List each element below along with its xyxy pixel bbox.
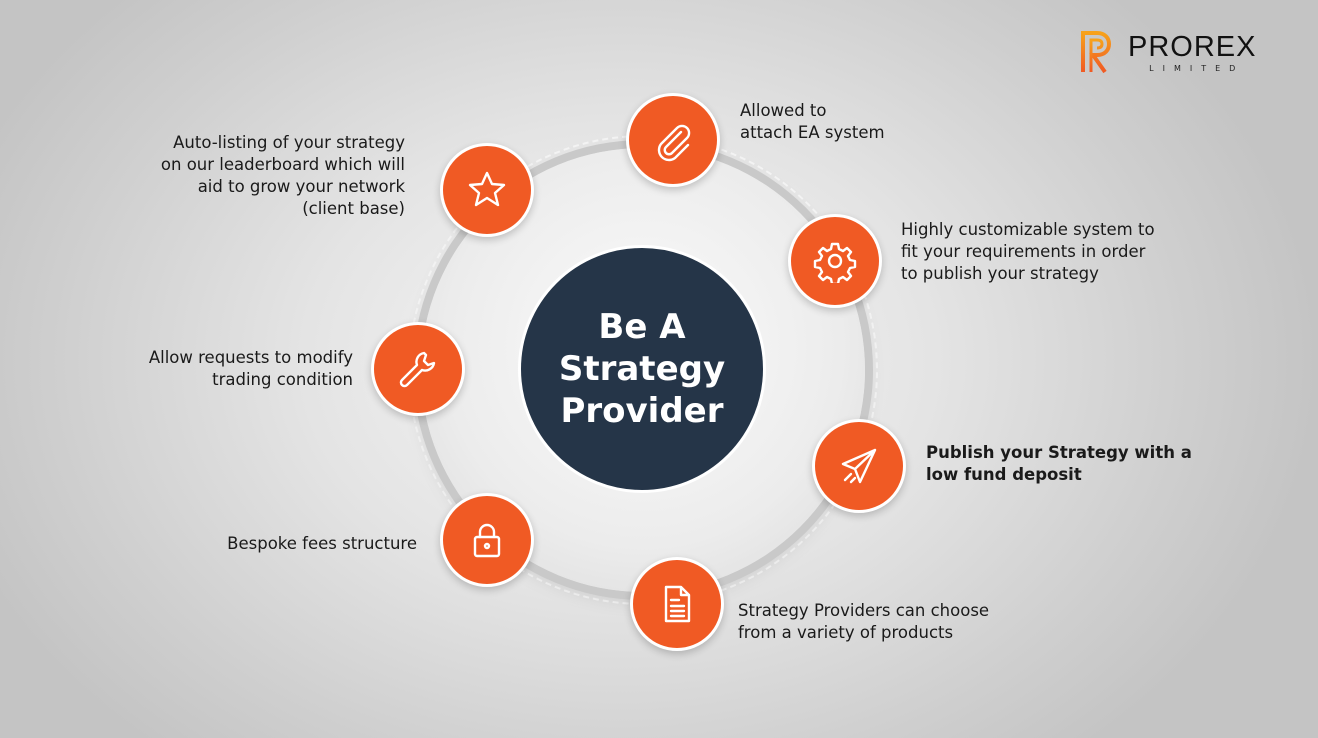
feature-node-star: [440, 143, 534, 237]
logo-name: PROREX: [1128, 30, 1257, 63]
logo-subtitle: LIMITED: [1149, 63, 1245, 73]
feature-label-fees: Bespoke fees structure: [227, 534, 417, 553]
feature-label-auto-listing: Auto-listing of your strategy on our lea…: [160, 133, 405, 218]
wrench-icon: [399, 351, 436, 388]
logo-mark-icon: [1081, 31, 1112, 74]
feature-label-publish: Publish your Strategy with a low fund de…: [926, 443, 1192, 484]
center-title-text: Be A Strategy Provider: [558, 307, 726, 431]
feature-label-products: Strategy Providers can choose from a var…: [738, 601, 990, 642]
gear-icon: [813, 242, 857, 283]
feature-node-document: [630, 557, 724, 651]
feature-label-ea-system: Allowed to attach EA system: [740, 101, 885, 142]
feature-node-gear: [788, 214, 882, 308]
feature-label-customizable: Highly customizable system to fit your r…: [901, 220, 1155, 283]
lock-icon: [473, 523, 501, 558]
paper-plane-icon: [841, 448, 877, 484]
prorex-logo: PROREX LIMITED: [1080, 30, 1256, 74]
feature-node-lock: [440, 493, 534, 587]
star-icon: [468, 171, 506, 207]
feature-node-plane: [812, 419, 906, 513]
paperclip-icon: [657, 124, 691, 162]
feature-label-modify-conditions: Allow requests to modify trading conditi…: [148, 348, 353, 389]
feature-node-paperclip: [626, 93, 720, 187]
document-icon: [664, 585, 691, 623]
center-title: Be A Strategy Provider: [518, 245, 766, 493]
feature-node-wrench: [371, 322, 465, 416]
